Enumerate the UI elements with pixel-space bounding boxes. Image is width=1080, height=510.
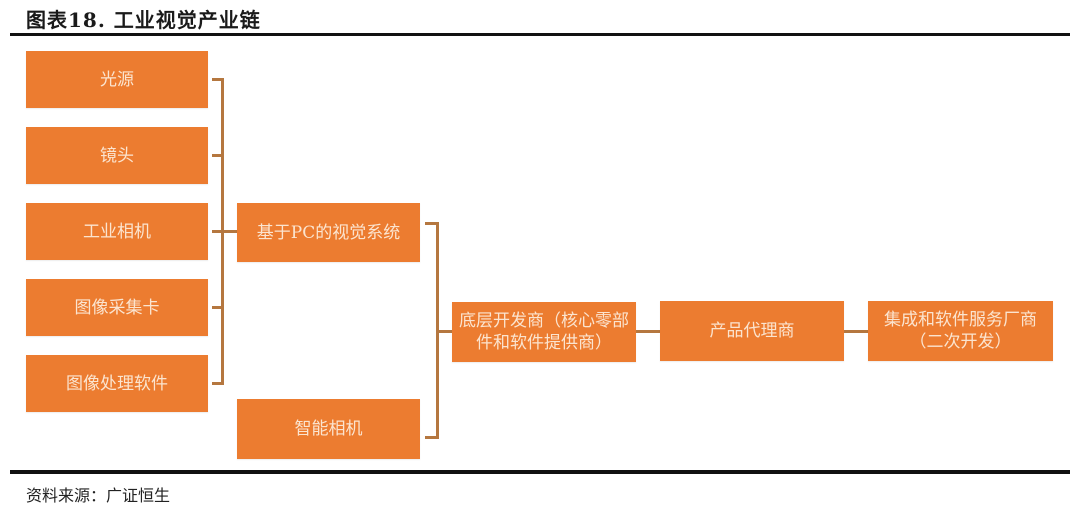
connector-tick (212, 306, 224, 309)
connector-tick (212, 154, 224, 157)
bottom-rule (10, 470, 1070, 474)
connector-tick (425, 222, 439, 225)
node-product-agent: 产品代理商 (660, 301, 844, 361)
node-pc-vision-system: 基于PC的视觉系统 (237, 203, 420, 262)
node-label: 产品代理商 (709, 321, 795, 341)
node-smart-camera: 智能相机 (237, 399, 420, 459)
connector-tick (425, 436, 439, 439)
top-rule (10, 33, 1070, 36)
node-integrator: 集成和软件服务厂商（二次开发） (868, 301, 1053, 361)
connector-to-developer (437, 330, 453, 333)
node-label: 基于PC的视觉系统 (256, 222, 401, 243)
node-label: 图像采集卡 (74, 297, 160, 318)
node-label: 工业相机 (83, 221, 151, 242)
connector-to-pc-system (222, 230, 237, 233)
node-base-developer: 底层开发商（核心零部件和软件提供商） (452, 302, 636, 362)
node-industrial-camera: 工业相机 (26, 203, 208, 260)
node-label: 底层开发商（核心零部件和软件提供商） (459, 311, 629, 353)
connector-tick (212, 230, 224, 233)
node-image-software: 图像处理软件 (26, 355, 208, 412)
node-lens: 镜头 (26, 127, 208, 184)
connector-tick (212, 382, 224, 385)
node-label: 集成和软件服务厂商（二次开发） (884, 310, 1037, 352)
node-light-source: 光源 (26, 51, 208, 108)
node-label: 智能相机 (294, 419, 363, 439)
source-note: 资料来源：广证恒生 (26, 486, 171, 505)
node-label: 光源 (100, 69, 134, 90)
node-frame-grabber: 图像采集卡 (26, 279, 208, 336)
connector-tick (212, 78, 224, 81)
connector-agent-integrator (844, 330, 868, 333)
connector-developer-agent (636, 330, 660, 333)
node-label: 镜头 (100, 145, 134, 166)
node-label: 图像处理软件 (66, 373, 168, 394)
figure-title: 图表18. 工业视觉产业链 (26, 8, 261, 32)
